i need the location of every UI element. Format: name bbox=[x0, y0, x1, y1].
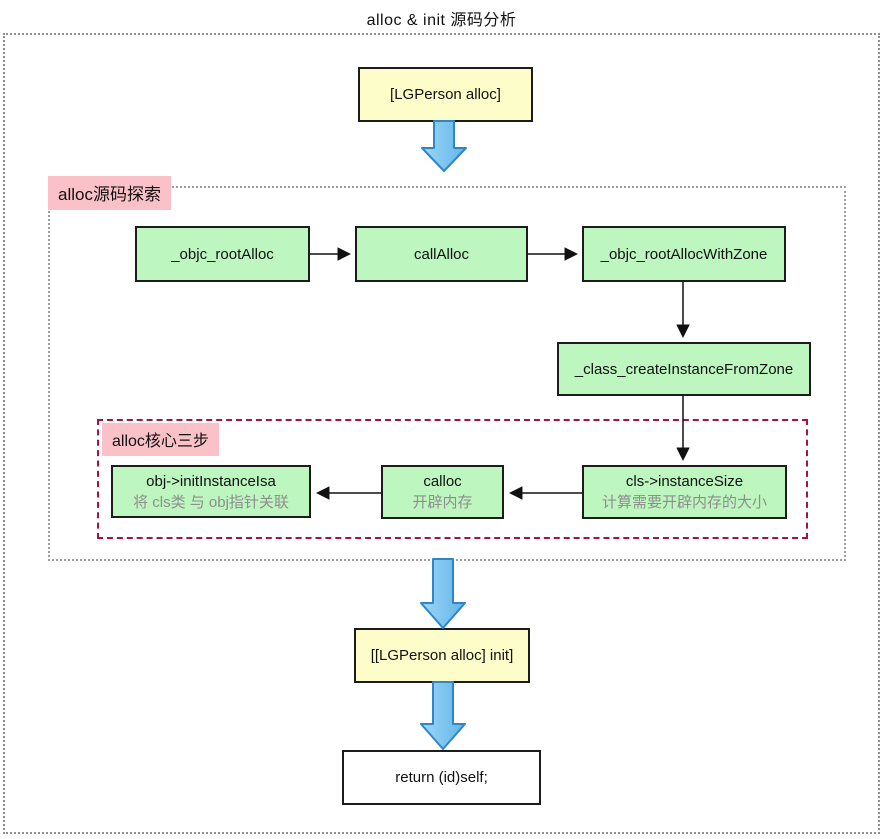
return-box-label: return (id)self; bbox=[395, 769, 488, 786]
box-objc-rootalloc: _objc_rootAlloc bbox=[135, 226, 310, 282]
box-obj-initinstanceisa: obj->initInstanceIsa 将 cls类 与 obj指针关联 bbox=[111, 465, 311, 518]
init-box: [[LGPerson alloc] init] bbox=[354, 628, 530, 683]
alloc-section-label: alloc源码探索 bbox=[48, 176, 171, 210]
box-objc-rootallocwithzone-label: _objc_rootAllocWithZone bbox=[600, 245, 768, 263]
box-calloc: calloc 开辟内存 bbox=[381, 465, 504, 519]
box-cls-instancesize-subtitle: 计算需要开辟内存的大小 bbox=[601, 494, 767, 511]
box-calloc-title: calloc bbox=[423, 473, 462, 490]
box-cls-instancesize: cls->instanceSize 计算需要开辟内存的大小 bbox=[582, 465, 787, 519]
box-cls-instancesize-title: cls->instanceSize bbox=[625, 473, 744, 490]
box-obj-initinstanceisa-title: obj->initInstanceIsa bbox=[146, 472, 276, 490]
core-steps-section bbox=[97, 419, 808, 539]
box-calloc-subtitle: 开辟内存 bbox=[412, 494, 473, 511]
return-box: return (id)self; bbox=[342, 750, 541, 805]
box-obj-initinstanceisa-subtitle: 将 cls类 与 obj指针关联 bbox=[133, 493, 289, 511]
box-callalloc: callAlloc bbox=[355, 226, 528, 282]
outer-dotted-border bbox=[3, 33, 880, 834]
start-box-label: [LGPerson alloc] bbox=[390, 86, 501, 103]
core-steps-label: alloc核心三步 bbox=[102, 423, 219, 456]
init-box-label: [[LGPerson alloc] init] bbox=[370, 647, 514, 664]
diagram-title: alloc & init 源码分析 bbox=[366, 12, 517, 29]
start-box: [LGPerson alloc] bbox=[358, 67, 533, 122]
box-class-createinstancefromzone: _class_createInstanceFromZone bbox=[557, 342, 811, 396]
box-class-createinstancefromzone-label: _class_createInstanceFromZone bbox=[574, 360, 794, 378]
box-objc-rootalloc-label: _objc_rootAlloc bbox=[171, 245, 274, 263]
box-callalloc-label: callAlloc bbox=[413, 245, 470, 263]
box-objc-rootallocwithzone: _objc_rootAllocWithZone bbox=[582, 226, 786, 282]
